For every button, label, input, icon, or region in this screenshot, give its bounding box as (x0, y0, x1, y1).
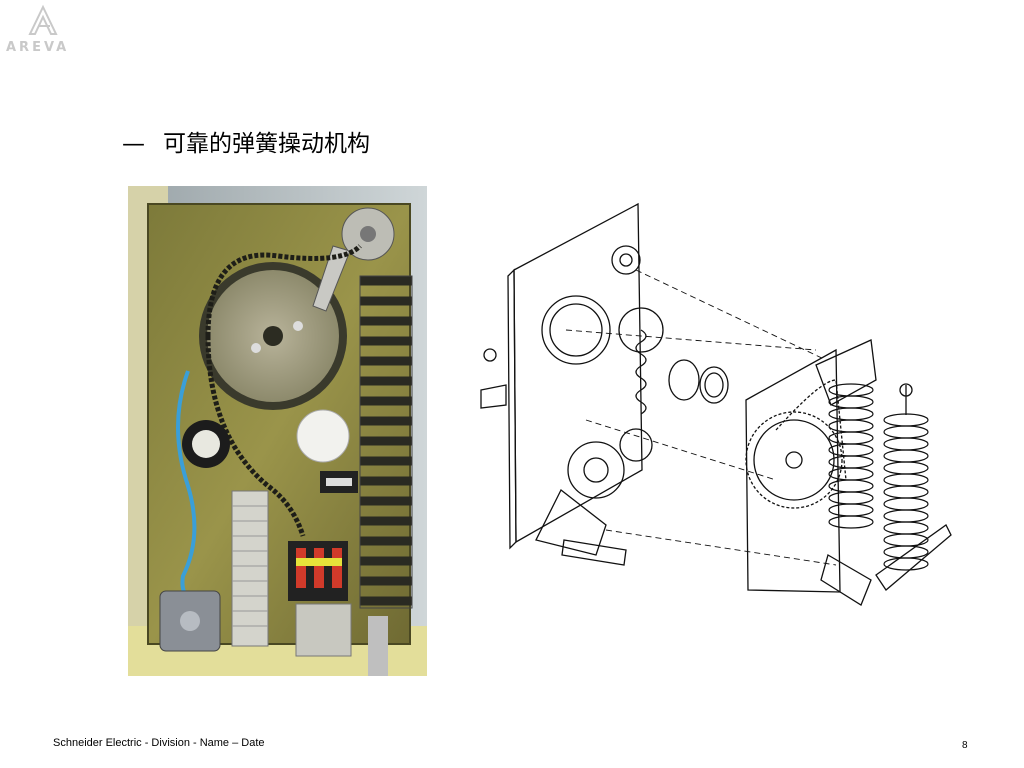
logo-text: AREVA (6, 40, 70, 55)
exploded-diagram-graphic (480, 202, 952, 606)
mechanism-photo-graphic (128, 186, 427, 676)
slide-title: — 可靠的弹簧操动机构 (122, 124, 370, 158)
page-number: 8 (962, 740, 968, 751)
title-text: 可靠的弹簧操动机构 (163, 131, 370, 157)
footer-text: Schneider Electric - Division - Name – D… (53, 737, 265, 749)
mechanism-photo (128, 186, 427, 676)
title-dash: — (122, 131, 145, 157)
exploded-diagram (476, 180, 956, 620)
areva-logo: AREVA (2, 4, 84, 56)
areva-a-icon (28, 4, 58, 35)
